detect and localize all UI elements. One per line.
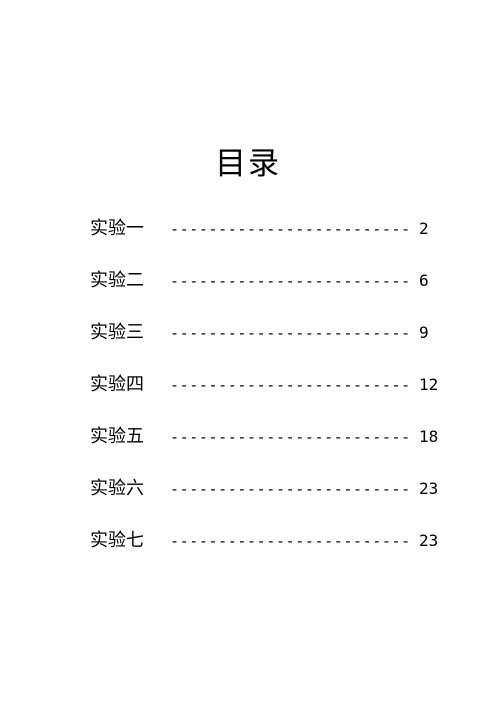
toc-entry-label: 实验五	[90, 426, 144, 447]
toc-entry-label: 实验六	[90, 478, 144, 499]
toc-entry-leader: -------------------------	[170, 376, 411, 394]
toc-entry-page-number: 9	[419, 323, 429, 342]
toc-entry-page-number: 6	[419, 271, 429, 290]
toc-entry-label: 实验一	[90, 218, 144, 239]
toc-entry: 实验二 ------------------------- 6	[90, 268, 450, 320]
toc-entry-page-number: 23	[419, 479, 439, 498]
toc-entry: 实验七 ------------------------- 23	[90, 528, 450, 580]
toc-entry: 实验三 ------------------------- 9	[90, 320, 450, 372]
toc-entry: 实验六 ------------------------- 23	[90, 476, 450, 528]
toc-entry-label: 实验二	[90, 270, 144, 291]
toc-entry-leader: -------------------------	[170, 428, 411, 446]
toc-entry-label: 实验七	[90, 530, 144, 551]
toc-entry-leader: -------------------------	[170, 532, 411, 550]
toc-entry-leader: -------------------------	[170, 324, 411, 342]
toc-entry-leader: -------------------------	[170, 480, 411, 498]
toc-entry-page-number: 12	[419, 375, 439, 394]
toc-entry-leader: -------------------------	[170, 220, 411, 238]
toc-entry-page-number: 23	[419, 531, 439, 550]
toc-entry-label: 实验三	[90, 322, 144, 343]
toc-entry: 实验一 ------------------------- 2	[90, 216, 450, 268]
toc-entry-page-number: 2	[419, 219, 429, 238]
toc-entry: 实验四 ------------------------- 12	[90, 372, 450, 424]
toc-entry-leader: -------------------------	[170, 272, 411, 290]
toc-entry-label: 实验四	[90, 374, 144, 395]
toc-list: 实验一 ------------------------- 2 实验二 ----…	[90, 216, 450, 580]
toc-entry: 实验五 ------------------------- 18	[90, 424, 450, 476]
toc-entry-page-number: 18	[419, 427, 439, 446]
toc-title: 目录	[215, 146, 281, 182]
